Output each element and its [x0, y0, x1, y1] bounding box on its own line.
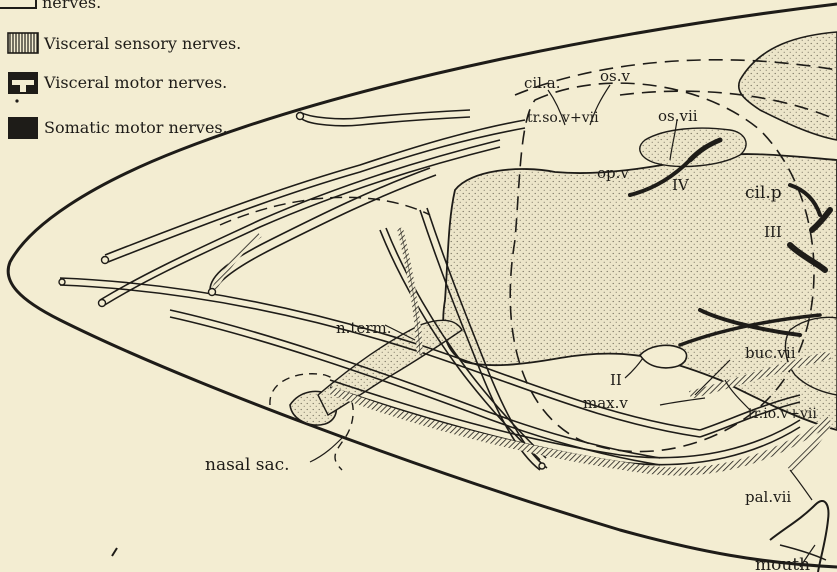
label-pal-vii: pal.vii	[745, 488, 791, 506]
legend-visceral-sensory-swatch	[8, 33, 38, 53]
label-nasal-sac: nasal sac.	[205, 455, 290, 475]
legend-partial-swatch	[0, 0, 36, 8]
brain-upper-lobe	[739, 32, 837, 140]
label-tr-io: tr.io.v+vii	[748, 406, 817, 422]
label-op-v: op.v	[597, 164, 629, 182]
legend-somatic-motor-text: Somatic motor nerves.	[44, 118, 228, 137]
label-tr-so: tr.so.v+vii	[527, 110, 599, 126]
stray-mark	[112, 548, 117, 556]
label-mouth: mouth	[755, 555, 810, 572]
label-cil-a: cil.a.	[524, 74, 560, 92]
legend-visceral-motor-swatch	[8, 72, 38, 103]
label-iii: III	[764, 223, 782, 241]
legend: nerves. Visceral sensory nerves. Viscera…	[0, 0, 241, 139]
label-max-v: max.v	[583, 394, 628, 412]
label-os-vii: os.vii	[658, 107, 698, 125]
label-cil-p: cil.p	[745, 183, 782, 203]
label-os-v: os.v	[600, 67, 630, 85]
label-n-term: n.term.	[336, 319, 392, 337]
legend-somatic-motor-swatch	[8, 117, 38, 139]
legend-visceral-sensory-text: Visceral sensory nerves.	[43, 34, 241, 53]
label-ii: II	[610, 371, 622, 389]
label-iv: IV	[672, 176, 690, 194]
label-buc-vii: buc.vii	[745, 344, 796, 362]
legend-visceral-motor-text: Visceral motor nerves.	[43, 73, 227, 92]
legend-partial-text: nerves.	[42, 0, 101, 12]
